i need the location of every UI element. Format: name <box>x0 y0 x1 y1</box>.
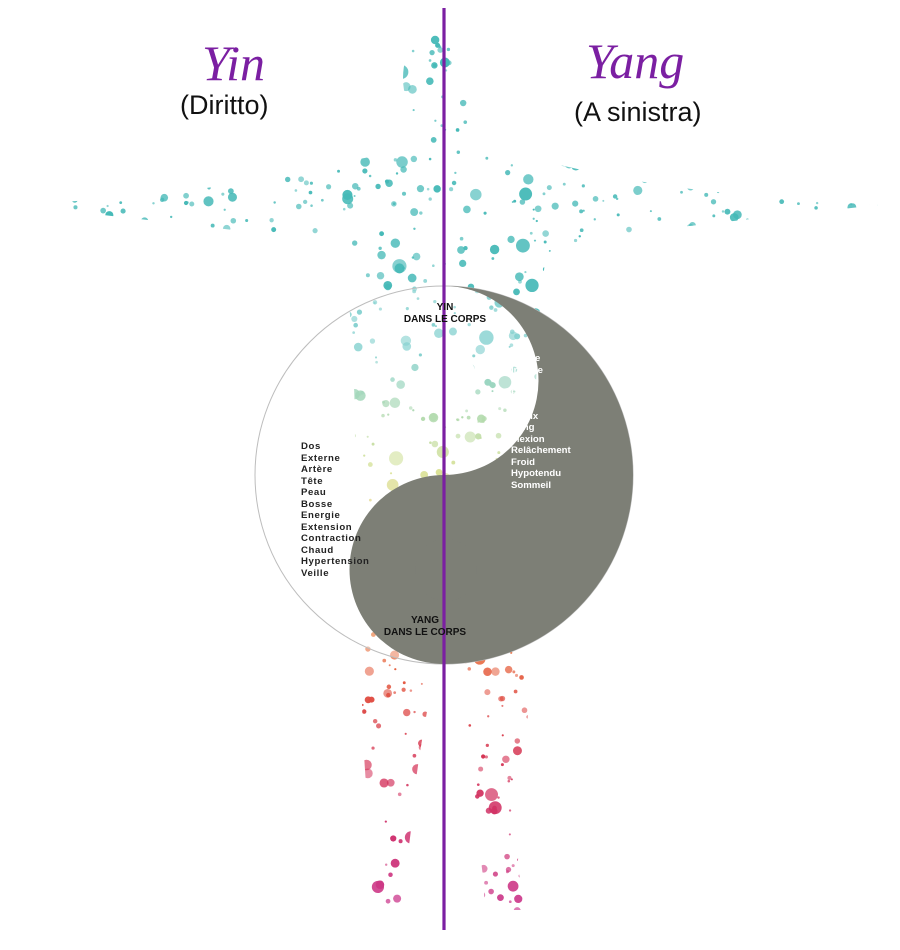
yang-body-label-line2: DANS LE CORPS <box>383 627 467 638</box>
yin-item: Froid <box>511 456 535 468</box>
yin-item: Sommeil <box>511 479 551 491</box>
yin-item: Creux <box>511 410 539 422</box>
yang-item: Extension <box>301 521 353 533</box>
yin-body-label-line1: YIN <box>436 302 454 313</box>
yang-item: Hypertension <box>301 556 370 567</box>
yin-item: Hypotendu <box>511 468 562 479</box>
yin-subheading: (Diritto) <box>180 90 269 120</box>
yang-item: Energie <box>301 510 341 521</box>
yang-item: Contraction <box>301 533 362 544</box>
yang-dark-dot <box>415 539 477 601</box>
yin-item: Ventre <box>511 353 541 364</box>
yin-item: Veine <box>511 376 537 387</box>
yin-item: Relâchement <box>511 445 571 456</box>
yang-item: Externe <box>301 452 341 464</box>
yin-heading: Yin <box>202 35 265 91</box>
yang-item: Artère <box>301 464 333 475</box>
yang-subheading: (A sinistra) <box>574 97 702 127</box>
yang-heading: Yang <box>586 33 685 89</box>
yang-item: Veille <box>301 567 330 579</box>
yang-body-label-line1: YANG <box>411 615 439 626</box>
yin-item: Pied <box>511 387 532 399</box>
yang-item: Chaud <box>301 544 334 556</box>
yang-item: Tête <box>301 475 324 487</box>
yang-item: Peau <box>301 487 327 498</box>
yin-body-label: YIN DANS LE CORPS <box>390 302 500 326</box>
yang-item: Dos <box>301 441 321 452</box>
yin-item: Flexion <box>511 433 545 445</box>
yin-item: Interne <box>511 364 543 376</box>
yang-body-label: YANG DANS LE CORPS <box>370 615 480 639</box>
yin-item: Chair <box>511 399 536 410</box>
yin-white-dot <box>417 350 477 410</box>
yin-item: Sang <box>511 422 535 433</box>
yin-body-label-line2: DANS LE CORPS <box>403 314 487 325</box>
yang-item: Bosse <box>301 498 333 510</box>
